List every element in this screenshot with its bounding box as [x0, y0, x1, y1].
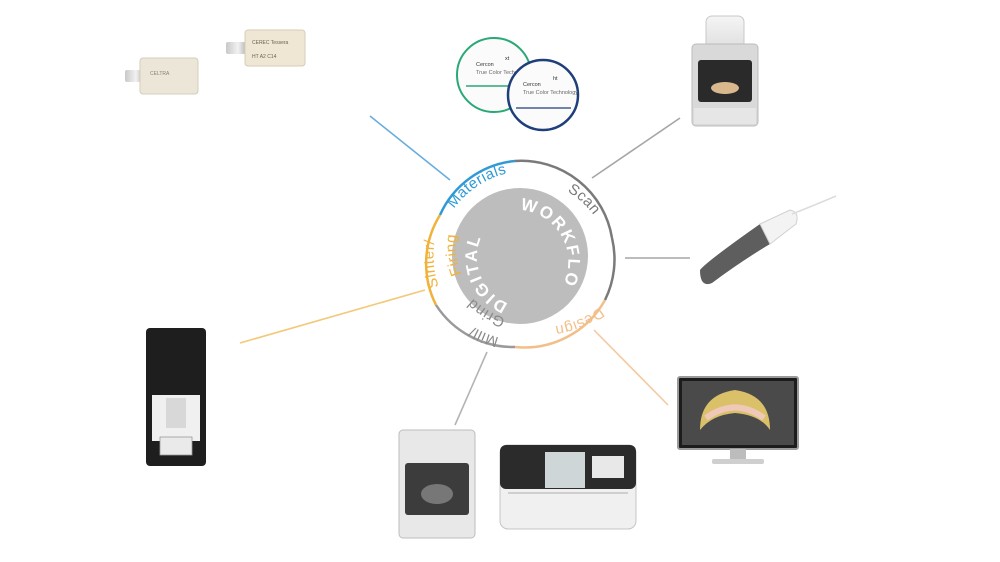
disc-xt-brand: Cercon [476, 62, 494, 68]
svg-text:CEREC Tessera: CEREC Tessera [252, 40, 289, 46]
intraoral-scanner-icon [700, 195, 837, 285]
cad-monitor-icon [677, 376, 799, 464]
label-firing: Firing [443, 233, 466, 278]
workflow-ring [424, 159, 616, 349]
connector-mill [454, 351, 488, 426]
sintering-furnace-icon [146, 328, 206, 466]
ring-segment-scan-design [603, 237, 616, 301]
disc-xt-suffix: xt [505, 56, 510, 62]
ring-segment-sinter [424, 214, 442, 306]
center-disc [452, 188, 588, 324]
milling-machine-icon [398, 429, 637, 539]
connector-materials [369, 115, 451, 181]
disc-ht-suffix: ht [553, 76, 558, 82]
disc-ht-tagline: True Color Technology [523, 90, 578, 96]
disc-ht-brand: Cercon [523, 82, 541, 88]
connector-lines [239, 115, 690, 426]
milling-blocks-icon: CELTRA CEREC Tessera HT A2 C14 [125, 29, 306, 95]
svg-text:HT A2 C14: HT A2 C14 [252, 54, 277, 60]
zirconia-discs-icon: Cercon xt True Color Technology Cercon h… [456, 37, 580, 132]
disc-xt-tagline: True Color Technology [476, 70, 531, 76]
ring-segment-design [514, 299, 607, 349]
ring-segment-mill [434, 304, 516, 349]
label-sinter: Sinter/ [421, 238, 443, 290]
connector-sinter [239, 289, 426, 344]
ring-segment-scan [514, 159, 614, 239]
ring-segment-materials [438, 159, 516, 216]
connector-design [593, 329, 669, 406]
svg-text:CELTRA: CELTRA [150, 71, 170, 77]
connector-scan-desktop [591, 117, 681, 179]
desktop-scanner-icon [691, 15, 759, 127]
